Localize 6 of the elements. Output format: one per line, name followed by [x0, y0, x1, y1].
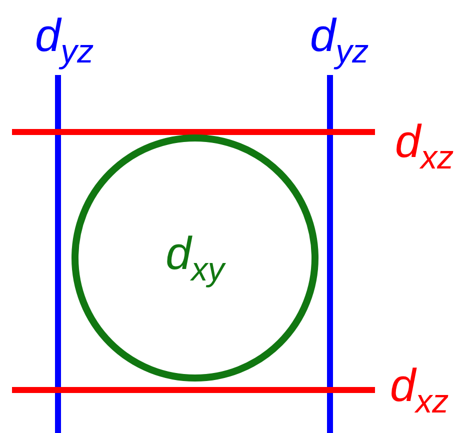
variable-label: d$_{xy}$ — [166, 230, 224, 286]
variable-label: d$_{yz}$ — [310, 12, 369, 69]
variable-label: d$_{xz}$ — [390, 362, 449, 419]
variable-label: d$_{yz}$ — [35, 12, 94, 69]
variable-label: d$_{xz}$ — [395, 118, 454, 175]
circle — [72, 134, 318, 382]
